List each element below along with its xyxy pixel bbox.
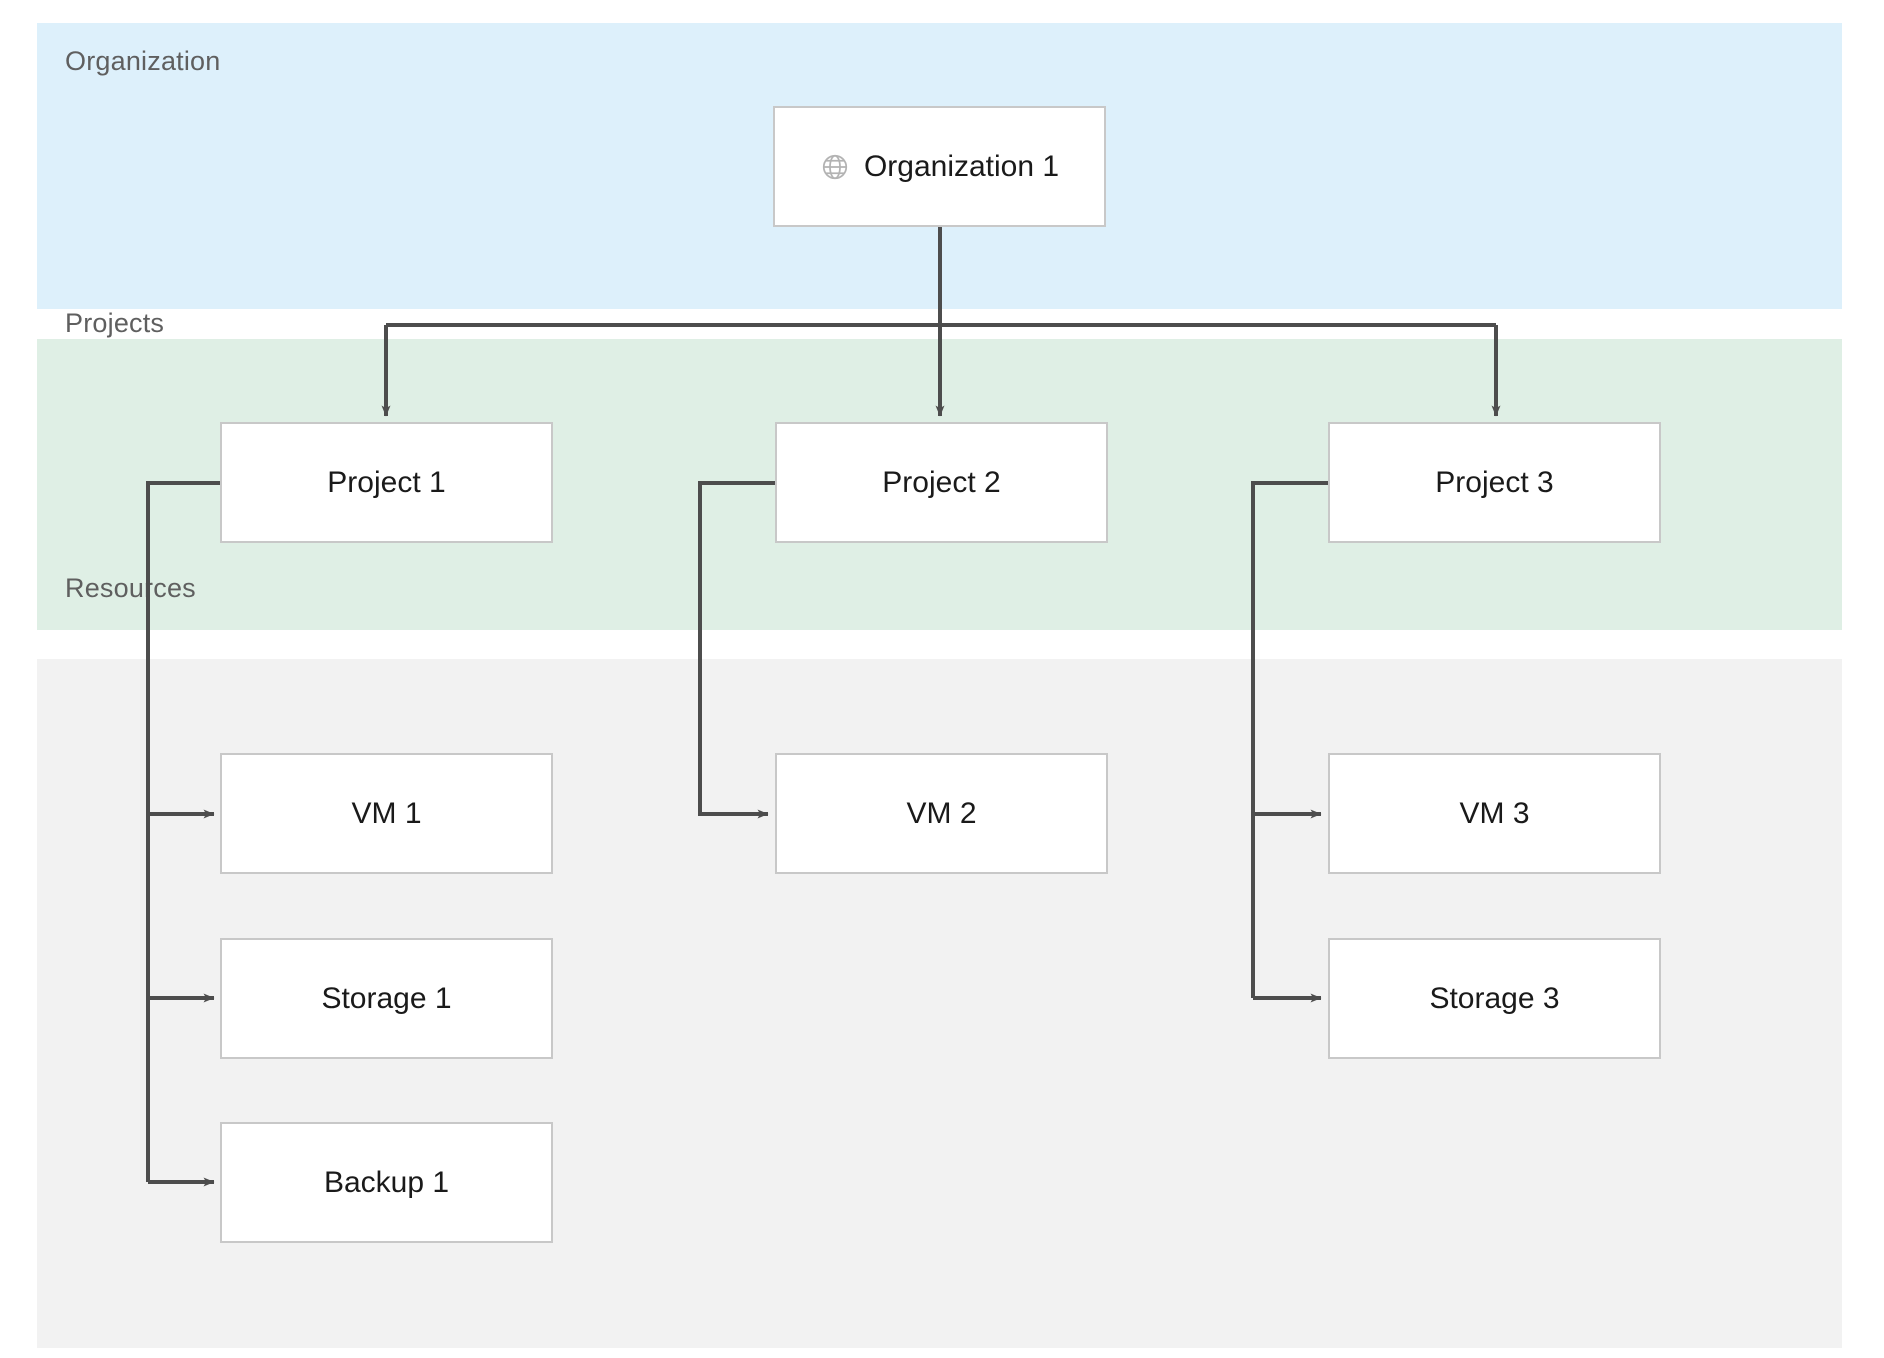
node-backup-1[interactable]: Backup 1 bbox=[220, 1122, 553, 1243]
node-vm-2[interactable]: VM 2 bbox=[775, 753, 1108, 874]
node-label-organization-1: Organization 1 bbox=[863, 149, 1060, 183]
node-label-project-1: Project 1 bbox=[327, 465, 446, 499]
node-project-1[interactable]: Project 1 bbox=[220, 422, 553, 543]
node-storage-3[interactable]: Storage 3 bbox=[1328, 938, 1661, 1059]
node-project-2[interactable]: Project 2 bbox=[775, 422, 1108, 543]
node-project-3[interactable]: Project 3 bbox=[1328, 422, 1661, 543]
node-label-vm-3: VM 3 bbox=[1459, 796, 1530, 830]
globe-icon bbox=[820, 152, 850, 182]
node-label-backup-1: Backup 1 bbox=[323, 1165, 450, 1199]
node-label-storage-3: Storage 3 bbox=[1429, 981, 1560, 1015]
node-label-vm-1: VM 1 bbox=[351, 796, 422, 830]
band-label-projects: Projects bbox=[65, 308, 165, 338]
band-label-resources: Resources bbox=[65, 573, 196, 603]
node-vm-3[interactable]: VM 3 bbox=[1328, 753, 1661, 874]
band-label-organization: Organization bbox=[65, 46, 221, 76]
node-storage-1[interactable]: Storage 1 bbox=[220, 938, 553, 1059]
node-organization-1[interactable]: Organization 1 bbox=[773, 106, 1106, 227]
node-label-storage-1: Storage 1 bbox=[321, 981, 452, 1015]
node-label-vm-2: VM 2 bbox=[906, 796, 977, 830]
node-vm-1[interactable]: VM 1 bbox=[220, 753, 553, 874]
node-label-project-2: Project 2 bbox=[882, 465, 1001, 499]
node-label-project-3: Project 3 bbox=[1435, 465, 1554, 499]
